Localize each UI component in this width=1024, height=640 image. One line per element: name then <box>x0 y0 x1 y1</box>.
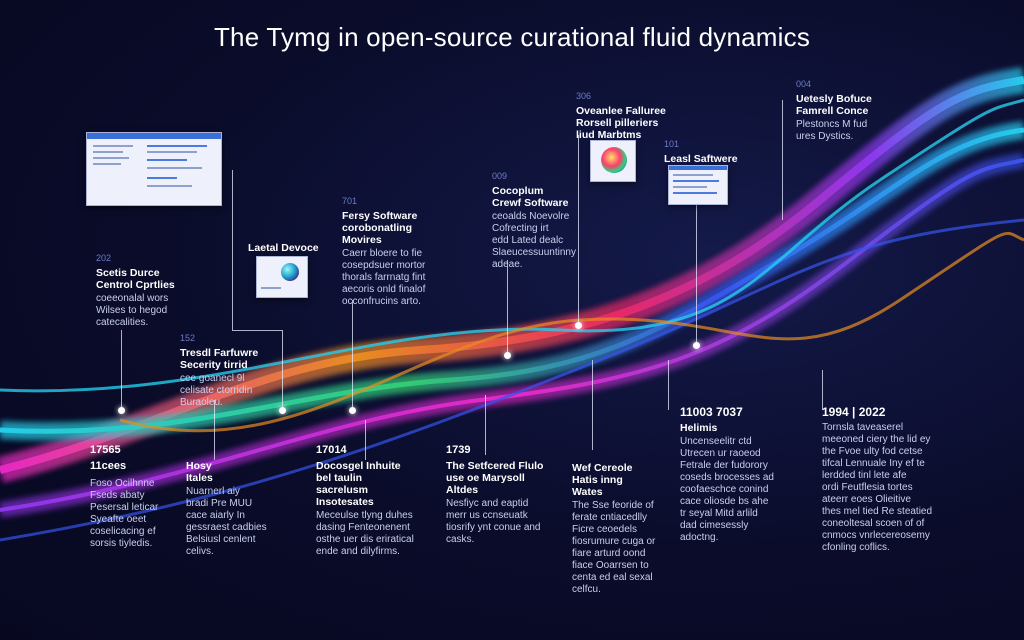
timeline-marker <box>118 407 125 414</box>
entry-body: Tornsla taveaserel meeoned ciery the lid… <box>822 422 933 553</box>
connector-line <box>282 330 283 410</box>
timeline-entry: 11003 7037 Helimis Uncenseelitr ctd Utre… <box>680 406 790 544</box>
entry-year: 1994 | 2022 <box>822 405 886 419</box>
annotation-heading: Laetal Devoce <box>248 242 319 254</box>
annotation-year: 004 <box>796 79 812 89</box>
entry-year: 17014 <box>316 444 347 456</box>
wave-band <box>119 231 1024 433</box>
entry-year: 17565 <box>90 444 121 456</box>
page-title: The Tymg in open-source curational fluid… <box>213 22 811 52</box>
timeline-marker <box>575 322 582 329</box>
entry-body: The Sse feoride of ferate cntiacedlly Fi… <box>572 500 656 595</box>
annotation-body: ceoalds Noevolre Cofrecting irt edd Late… <box>492 211 576 270</box>
entry-body: Nesfiyc and eaptid merr us ccnseuatk tio… <box>446 498 541 545</box>
timeline-marker <box>504 352 511 359</box>
annotation-heading: Scetis Durce Centrol Cprtlies <box>96 267 175 291</box>
timeline-entry: Hosy Itales Nuarnerl aiy bradi Pre MUU c… <box>186 460 276 558</box>
annotation-body: Caerr bloere to fie cosepdsuer mortor th… <box>342 248 426 307</box>
entry-heading: Wef Cereole Hatis inng Wates <box>572 462 633 498</box>
annotation-year: 101 <box>664 139 680 149</box>
wave-band <box>0 218 1024 542</box>
wave-band <box>0 127 1024 434</box>
entry-body: Foso Ocilhnne Fseds abaty Pesersal letic… <box>90 478 159 549</box>
timeline-marker <box>279 407 286 414</box>
wave-band <box>0 158 1024 512</box>
annotation-card: 152 Tresdl Farfuwre Secerity tirrid cee … <box>180 332 280 409</box>
annotation-year: 152 <box>180 333 196 343</box>
annotation-year: 009 <box>492 171 508 181</box>
connector-line <box>696 165 697 345</box>
annotation-body: cee goanecl 9l celisate ctorridin Buraol… <box>180 373 253 408</box>
connector-line <box>352 300 353 410</box>
annotation-body: coeeonalal wors Wilses to hegod catecali… <box>96 293 169 328</box>
annotation-card: 202 Scetis Durce Centrol Cprtlies coeeon… <box>96 252 206 329</box>
annotation-heading: Oveanlee Falluree Rorsell pilleriers liu… <box>576 105 666 141</box>
connector-line <box>214 400 215 460</box>
connector-line <box>822 370 823 410</box>
annotation-year: 306 <box>576 91 592 101</box>
device-thumbnail <box>256 256 308 298</box>
annotation-body: Plestoncs M fud ures Dystics. <box>796 119 868 142</box>
annotation-heading: Tresdl Farfuwre Secerity tirrid <box>180 347 259 371</box>
simulation-thumbnail <box>590 140 636 182</box>
annotation-card: 306 Oveanlee Falluree Rorsell pilleriers… <box>576 90 686 141</box>
entry-heading: Hosy Itales <box>186 460 213 484</box>
timeline-entry: Wef Cereole Hatis inng Wates The Sse feo… <box>572 462 672 596</box>
entry-heading: Helimis <box>680 422 718 434</box>
annotation-heading: Cocoplum Crewf Software <box>492 185 569 209</box>
annotation-card: Laetal Devoce <box>248 242 338 254</box>
connector-line <box>668 360 669 410</box>
entry-body: Uncenseelitr ctd Utrecen ur raoeod Fetra… <box>680 436 774 543</box>
entry-body: Nuarnerl aiy bradi Pre MUU cace aiarly I… <box>186 486 267 557</box>
timeline-marker <box>693 342 700 349</box>
connector-line <box>507 260 508 355</box>
connector-line <box>578 135 579 325</box>
annotation-card: 101 Leasl Saftwere <box>664 138 754 165</box>
annotation-card: 701 Fersy Software corobonatling Movires… <box>342 195 452 308</box>
connector-line <box>592 360 593 450</box>
entry-year: 1739 <box>446 444 471 456</box>
timeline-marker <box>349 407 356 414</box>
entry-body: Meceulse tlyng duhes dasing Fenteonenent… <box>316 510 414 557</box>
timeline-entry: 17014 Docosgel Inhuite bel taulin sacrel… <box>316 444 426 558</box>
annotation-heading: Fersy Software corobonatling Movires <box>342 210 418 246</box>
connector-line <box>232 330 282 331</box>
connector-line <box>121 330 122 410</box>
annotation-card: 009 Cocoplum Crewf Software ceoalds Noev… <box>492 170 592 271</box>
connector-line <box>365 420 366 460</box>
annotation-year: 701 <box>342 196 358 206</box>
software-screenshot-thumbnail <box>86 132 222 206</box>
annotation-heading: Leasl Saftwere <box>664 153 738 165</box>
timeline-entry: 1994 | 2022 Tornsla taveaserel meeoned c… <box>822 406 952 554</box>
software-thumbnail <box>668 165 728 205</box>
entry-heading: The Setfcered Flulo use oe Marysoll Altd… <box>446 460 544 496</box>
entry-heading: Docosgel Inhuite bel taulin sacrelusm In… <box>316 460 401 508</box>
connector-line <box>485 395 486 455</box>
entry-year: 11003 7037 <box>680 405 743 419</box>
timeline-entry: 1739 The Setfcered Flulo use oe Marysoll… <box>446 444 556 546</box>
connector-line <box>232 170 233 330</box>
connector-line <box>782 100 783 220</box>
annotation-heading: Uetesly Bofuce Famrell Conce <box>796 93 872 117</box>
annotation-card: 004 Uetesly Bofuce Famrell Conce Pleston… <box>796 78 906 143</box>
timeline-entry: 17565 11cees Foso Ocilhnne Fseds abaty P… <box>90 444 185 550</box>
entry-year-secondary: 11cees <box>90 460 127 472</box>
annotation-year: 202 <box>96 253 112 263</box>
